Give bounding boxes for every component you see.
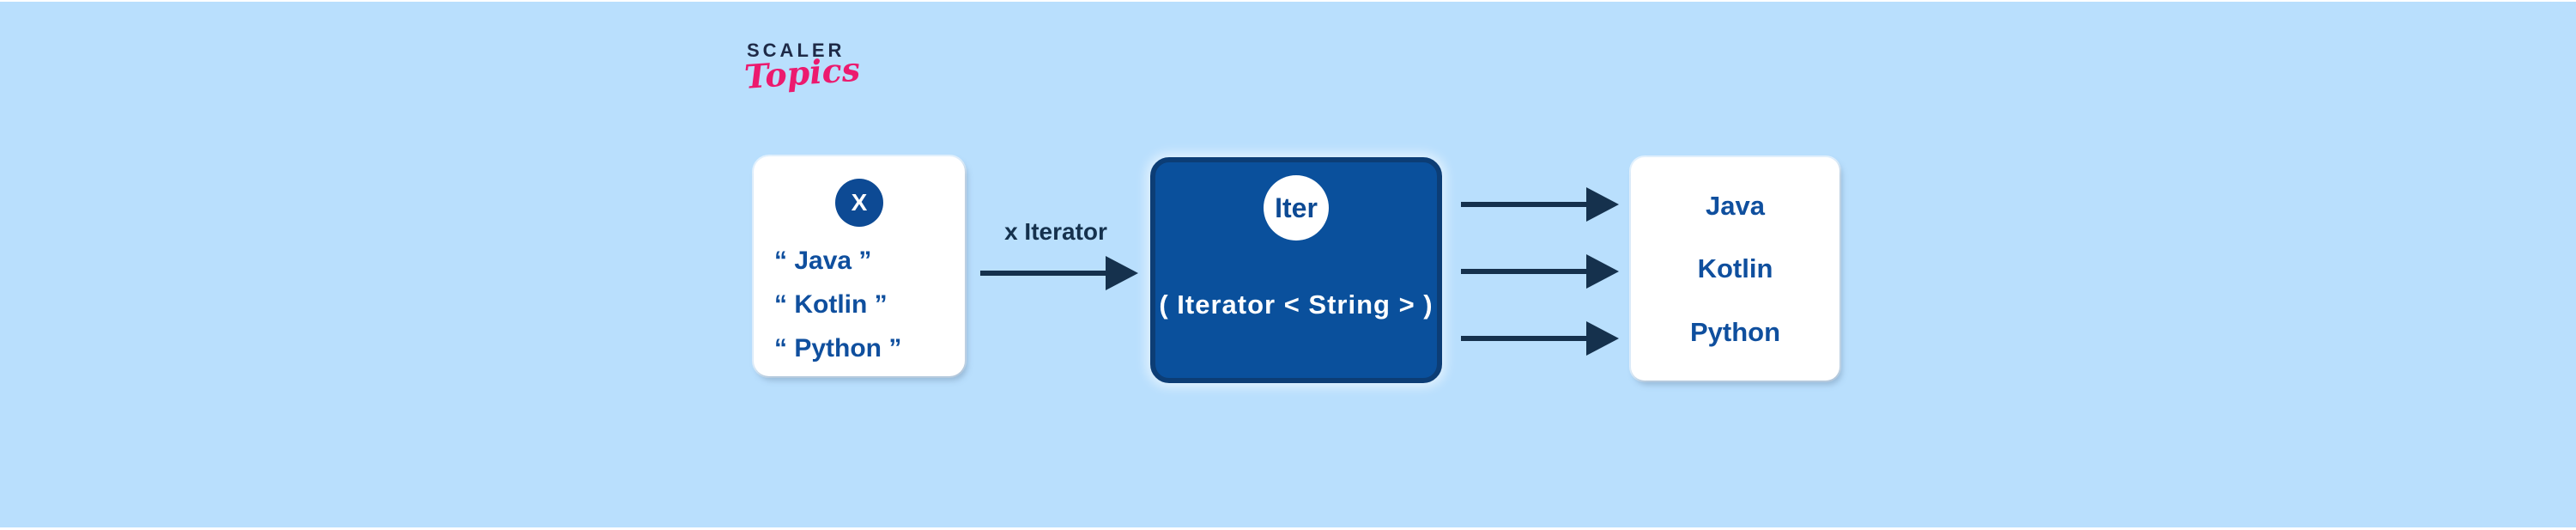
list-item: “ Java ”	[774, 247, 872, 275]
list-item: Python	[1689, 316, 1781, 347]
right-arrow-icon	[980, 256, 1138, 290]
iterator-call-label: x Iterator	[1004, 218, 1107, 245]
right-arrow-icon	[1461, 187, 1619, 222]
right-arrow-icon	[1461, 321, 1619, 356]
output-values-panel: Java Kotlin Python	[1631, 157, 1840, 381]
input-items-list: “ Java ” “ Kotlin ” “ Python ”	[774, 239, 901, 370]
list-item: “ Kotlin ”	[774, 290, 888, 319]
scaler-topics-logo: SCALER Topics	[743, 40, 884, 96]
list-item: “ Python ”	[774, 334, 902, 362]
iter-badge: Iter	[1264, 175, 1329, 241]
logo-script-text: Topics	[742, 49, 862, 96]
logo-brand-text: SCALER	[747, 40, 846, 61]
list-item: Kotlin	[1697, 253, 1773, 283]
iterator-type-signature: ( Iterator < String > )	[1159, 289, 1433, 320]
list-item: Java	[1706, 190, 1765, 221]
top-edge-strip	[0, 0, 2576, 2]
bottom-edge-strip	[0, 527, 2576, 530]
right-arrow-icon	[1461, 254, 1619, 289]
input-list-panel: X “ Java ” “ Kotlin ” “ Python ”	[754, 156, 965, 376]
output-items-list: Java Kotlin Python	[1631, 157, 1840, 381]
variable-x-badge: X	[835, 179, 883, 227]
iterator-object-box: Iter ( Iterator < String > )	[1150, 157, 1442, 383]
